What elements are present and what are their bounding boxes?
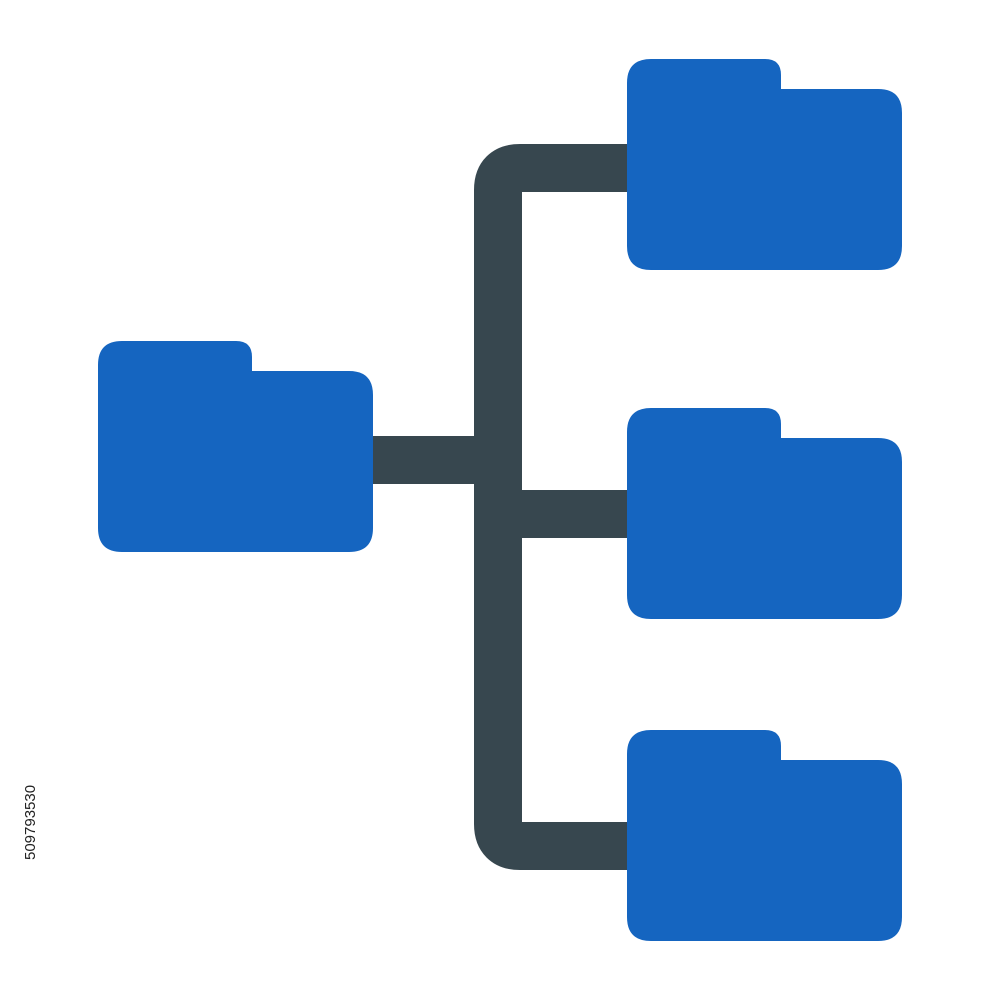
folder-icon <box>627 408 902 619</box>
folder-icon <box>98 341 373 552</box>
middle-connector-line <box>480 490 640 538</box>
folder-root <box>98 341 373 552</box>
folder-icon <box>627 730 902 941</box>
stock-id-label: 509793530 <box>22 784 39 860</box>
tree-connector-lines <box>360 144 640 870</box>
folder-child-top <box>627 59 902 270</box>
folder-icon <box>627 59 902 270</box>
folder-child-bottom <box>627 730 902 941</box>
folder-child-middle <box>627 408 902 619</box>
